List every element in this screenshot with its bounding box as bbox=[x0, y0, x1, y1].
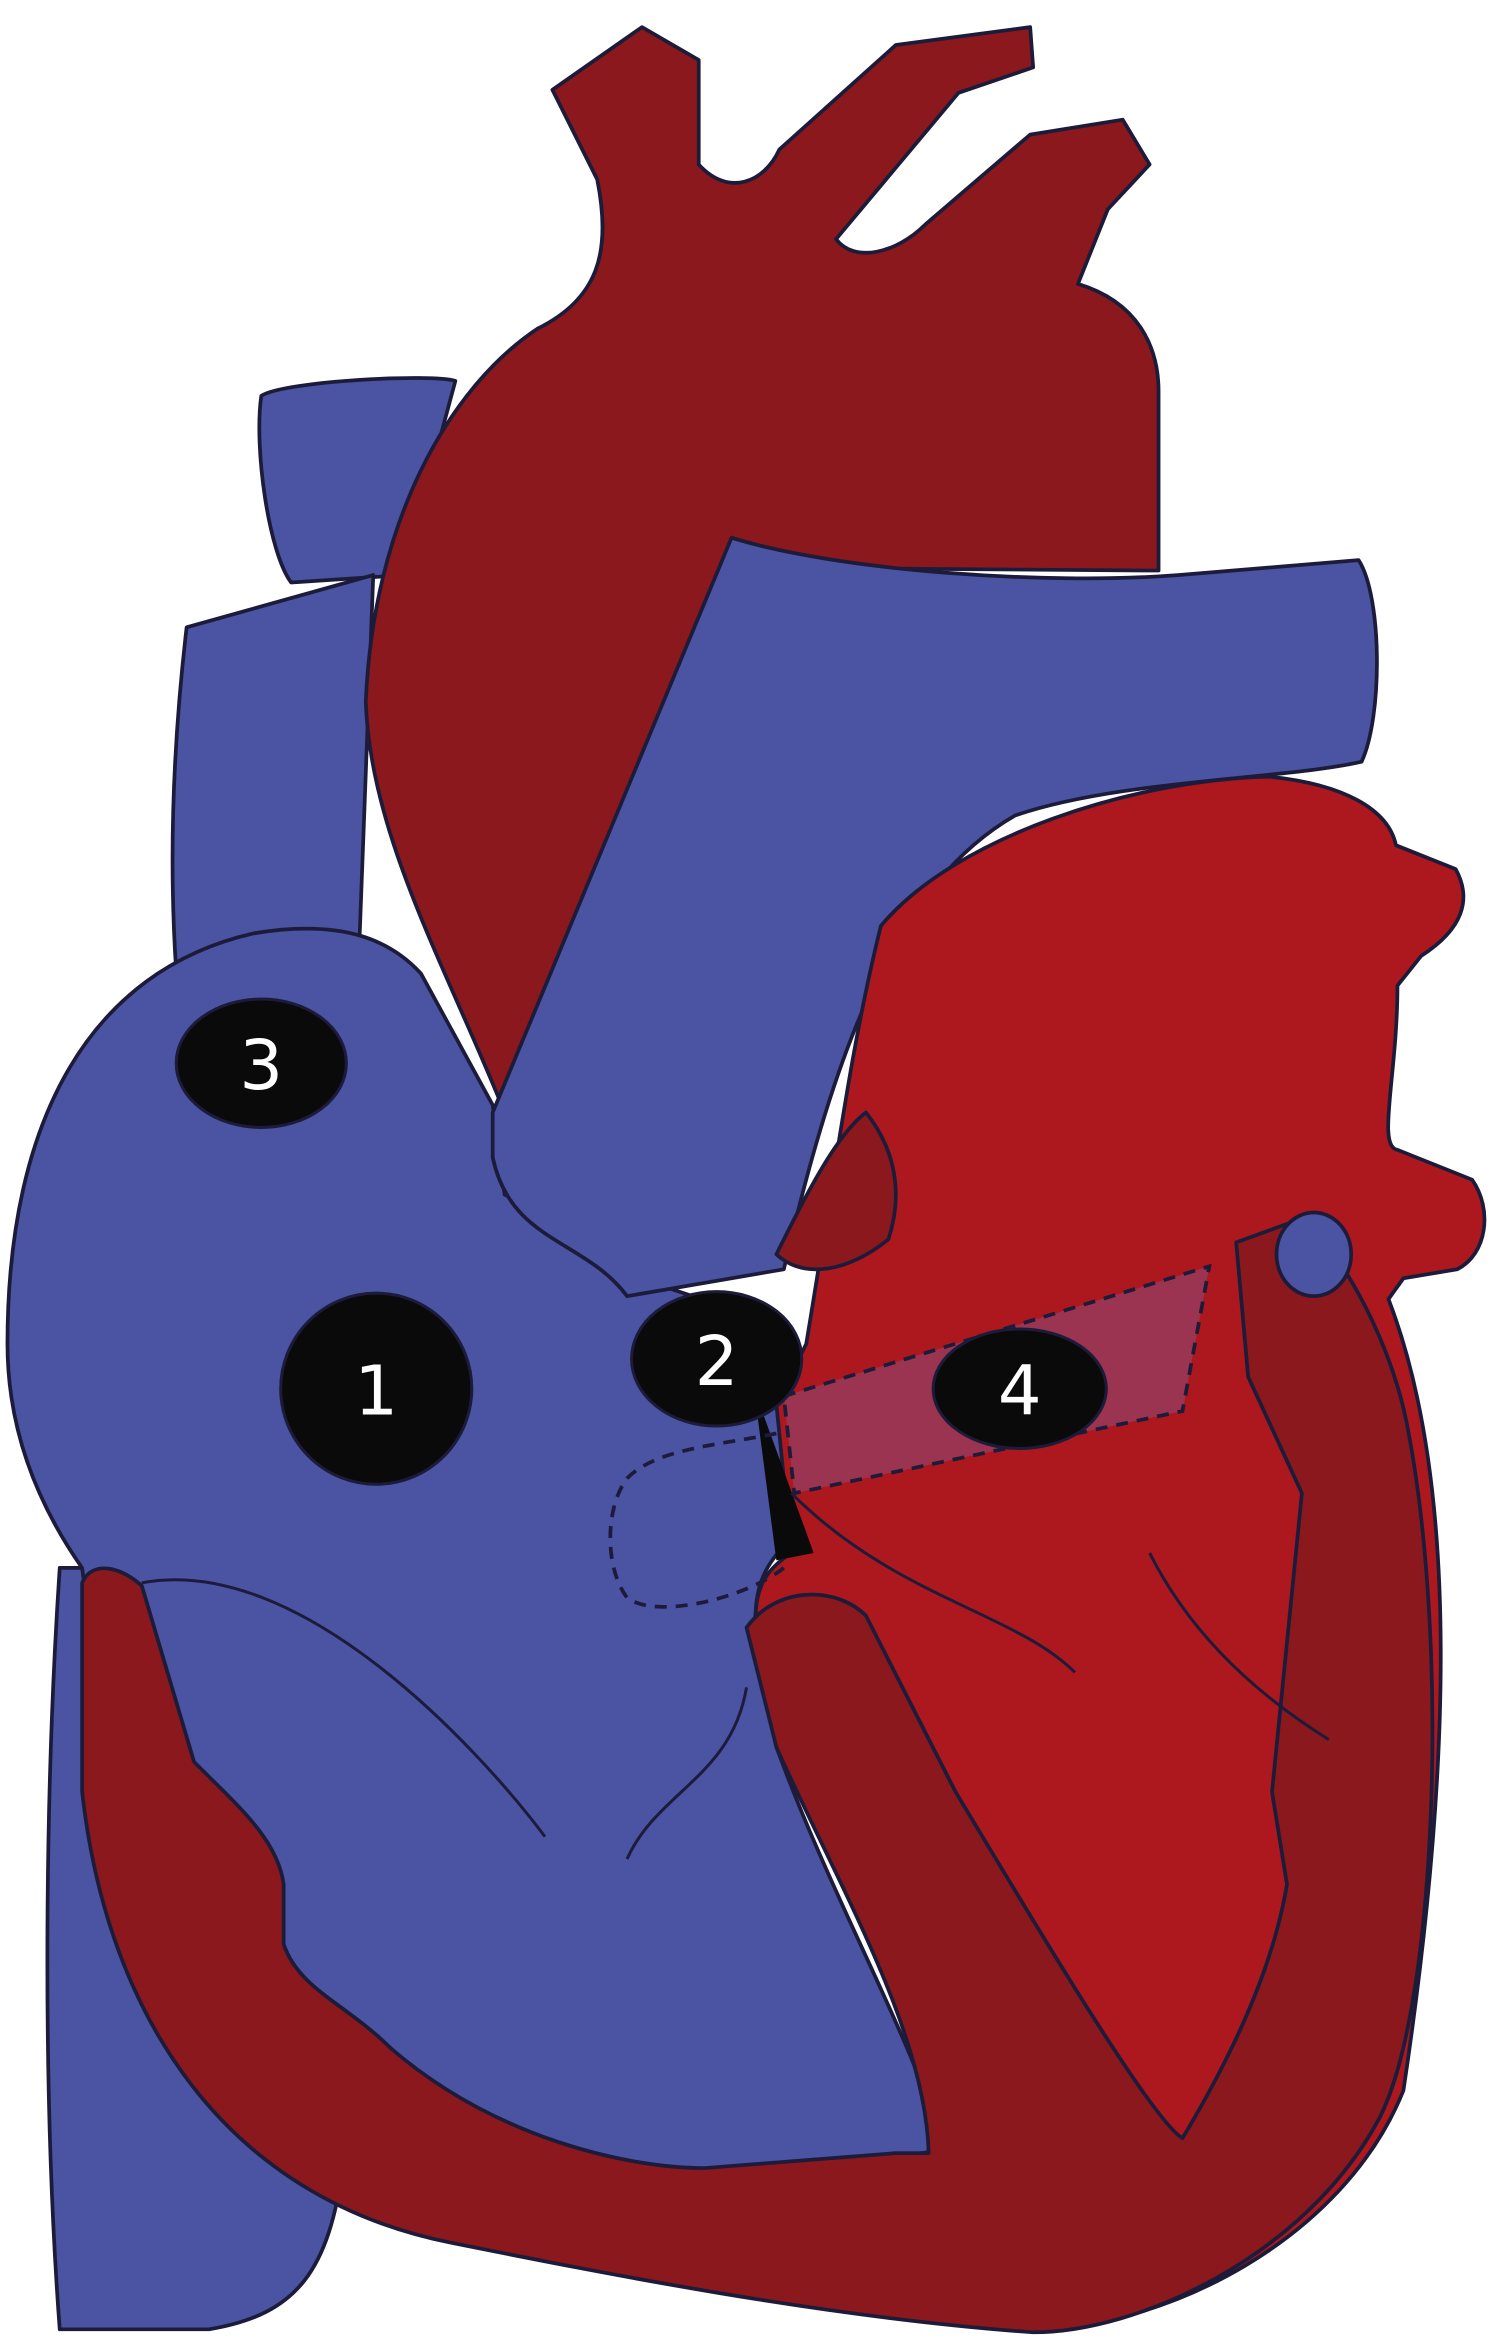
aorta bbox=[363, 25, 1161, 1115]
marker-1-label: 1 bbox=[354, 1352, 398, 1432]
chordae-line bbox=[141, 1492, 1330, 1860]
marker-2-label: 2 bbox=[695, 1322, 739, 1402]
left-atrial-appendage bbox=[774, 1110, 898, 1272]
marker-3-label: 3 bbox=[239, 1026, 283, 1106]
ventricular-wall bbox=[80, 1216, 1435, 2335]
marker-4-label: 4 bbox=[998, 1352, 1042, 1432]
marker-3: 3 bbox=[174, 997, 348, 1129]
device-loop bbox=[608, 1431, 785, 1609]
marker-2: 2 bbox=[630, 1290, 804, 1428]
pulmonary-vein bbox=[1274, 1210, 1354, 1299]
marker-1: 1 bbox=[279, 1291, 474, 1486]
pulmonary-trunk bbox=[490, 535, 1379, 1299]
superior-vena-cava bbox=[170, 573, 376, 973]
septum-line bbox=[753, 1388, 814, 1561]
marker-4: 4 bbox=[931, 1327, 1108, 1450]
